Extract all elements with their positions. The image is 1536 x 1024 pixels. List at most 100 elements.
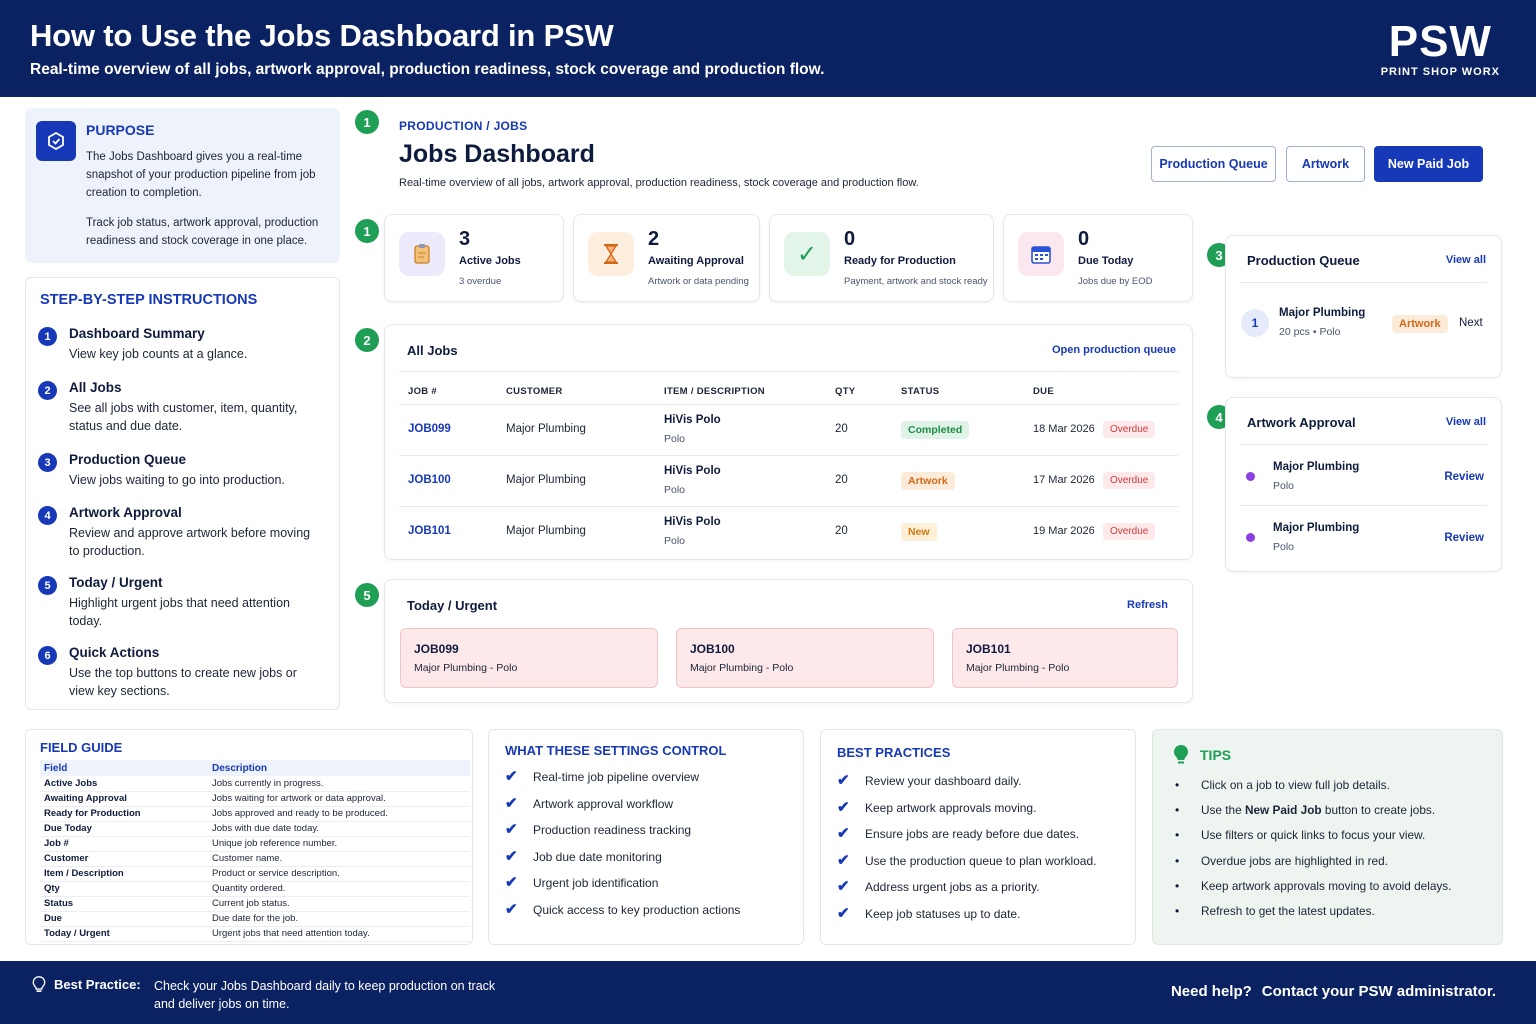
review-button[interactable]: Review: [1444, 532, 1484, 544]
urgent-job-card[interactable]: JOB101 Major Plumbing - Polo: [952, 628, 1178, 688]
stat-card-awaiting[interactable]: 2 Awaiting Approval Artwork or data pend…: [573, 214, 760, 302]
qty-cell: 20: [835, 525, 848, 537]
refresh-link[interactable]: Refresh: [1127, 599, 1168, 611]
tips-title: TIPS: [1200, 747, 1232, 763]
bullet-icon: •: [1175, 803, 1180, 818]
stat-sub: Artwork or data pending: [648, 276, 749, 287]
all-jobs-title: All Jobs: [407, 343, 458, 358]
checkmark-icon: ✔: [505, 847, 518, 865]
queue-position: 1: [1241, 309, 1269, 337]
purpose-text: The Jobs Dashboard gives you a real-time…: [86, 151, 316, 199]
queue-item-name[interactable]: Major Plumbing: [1279, 307, 1366, 319]
new-paid-job-button[interactable]: New Paid Job: [1374, 146, 1483, 182]
step-number: 1: [38, 327, 57, 346]
logo-tag: PRINT SHOP WORX: [1380, 66, 1500, 78]
tip-text: Keep artwork approvals moving to avoid d…: [1201, 878, 1452, 893]
stat-value: 0: [844, 228, 856, 250]
customer-cell: Major Plumbing: [506, 474, 586, 486]
dashboard-title: Jobs Dashboard: [399, 140, 595, 168]
tip-text: Overdue jobs are highlighted in red.: [1201, 853, 1388, 868]
stat-label: Due Today: [1078, 255, 1134, 267]
approval-item-sub: Polo: [1273, 480, 1295, 492]
due-cell: 17 Mar 2026: [1033, 474, 1095, 486]
customer-cell: Major Plumbing: [506, 525, 586, 537]
urgent-job-card[interactable]: JOB099 Major Plumbing - Polo: [400, 628, 658, 688]
field-name: Qty: [40, 881, 208, 897]
production-queue-button[interactable]: Production Queue: [1151, 146, 1276, 182]
field-name: Due Today: [40, 821, 208, 837]
column-header: Field: [40, 760, 208, 776]
column-header[interactable]: QTY: [835, 386, 856, 397]
production-queue-view-all-link[interactable]: View all: [1445, 254, 1486, 266]
column-header[interactable]: STATUS: [901, 386, 940, 397]
divider: [1240, 505, 1487, 506]
urgent-job-desc: Major Plumbing - Polo: [414, 662, 518, 674]
divider: [1240, 282, 1487, 283]
open-production-queue-link[interactable]: Open production queue: [1051, 344, 1176, 356]
best-practices-title: BEST PRACTICES: [837, 745, 951, 760]
urgent-job-card[interactable]: JOB100 Major Plumbing - Polo: [676, 628, 934, 688]
field-desc: Unique job reference number.: [208, 836, 470, 852]
desc-cell: Polo: [664, 535, 686, 547]
step-title: Today / Urgent: [69, 575, 163, 590]
calendar-icon: [1018, 232, 1064, 276]
step-title: Artwork Approval: [69, 505, 182, 520]
column-header: Description: [208, 760, 470, 776]
field-name: Customer: [40, 851, 208, 867]
step-title: Dashboard Summary: [69, 326, 205, 341]
stat-card-ready[interactable]: ✓ 0 Ready for Production Payment, artwor…: [769, 214, 994, 302]
list-item: ✔Keep job statuses up to date.: [837, 904, 1097, 934]
tips-panel: TIPS •Click on a job to view full job de…: [1152, 729, 1503, 945]
field-desc: Product or service description.: [208, 866, 470, 882]
list-item: ✔Real-time job pipeline overview: [505, 768, 740, 797]
field-name: Due: [40, 911, 208, 927]
checkmark-icon: ✔: [837, 904, 850, 922]
page-subtitle: Real-time overview of all jobs, artwork …: [30, 61, 825, 78]
column-header[interactable]: DUE: [1033, 386, 1054, 397]
best-practices-list: ✔Review your dashboard daily. ✔Keep artw…: [837, 772, 1097, 934]
urgent-job-id: JOB099: [414, 642, 459, 656]
step-desc: See all jobs with customer, item, quanti…: [69, 401, 298, 433]
best-practices-panel: BEST PRACTICES ✔Review your dashboard da…: [820, 729, 1136, 945]
stat-card-active[interactable]: 3 Active Jobs 3 overdue: [384, 214, 564, 302]
desc-cell: Polo: [664, 433, 686, 445]
job-id-link[interactable]: JOB100: [408, 474, 451, 486]
dashboard-subtitle: Real-time overview of all jobs, artwork …: [399, 177, 919, 189]
stat-value: 3: [459, 228, 471, 250]
step-marker: 5: [355, 583, 379, 607]
overdue-badge: Overdue: [1103, 472, 1156, 489]
column-header[interactable]: JOB #: [408, 386, 437, 397]
field-desc: Jobs currently in progress.: [208, 776, 470, 792]
review-button[interactable]: Review: [1444, 471, 1484, 483]
stat-card-due-today[interactable]: 0 Due Today Jobs due by EOD: [1003, 214, 1193, 302]
column-header[interactable]: CUSTOMER: [506, 386, 563, 397]
stat-sub: 3 overdue: [459, 276, 502, 287]
header-banner: How to Use the Jobs Dashboard in PSW Rea…: [0, 0, 1536, 97]
step-number: 4: [38, 506, 57, 525]
field-name: Item / Description: [40, 866, 208, 882]
stat-value: 0: [1078, 228, 1090, 250]
step-marker: 2: [355, 328, 379, 352]
list-item-text: Quick access to key production actions: [533, 902, 741, 917]
step-number: 2: [38, 381, 57, 400]
job-id-link[interactable]: JOB101: [408, 525, 451, 537]
artwork-button[interactable]: Artwork: [1286, 146, 1365, 182]
approval-item-name: Major Plumbing: [1273, 461, 1360, 473]
field-desc: Jobs approved and ready to be produced.: [208, 806, 470, 822]
list-item: •Use the New Paid Job button to create j…: [1175, 803, 1452, 828]
field-guide-title: FIELD GUIDE: [40, 740, 123, 755]
column-header[interactable]: ITEM / DESCRIPTION: [664, 386, 765, 397]
checkmark-icon: ✔: [505, 768, 518, 785]
divider: [399, 506, 1178, 507]
next-button[interactable]: Next: [1459, 317, 1483, 329]
purpose-panel: PURPOSE The Jobs Dashboard gives you a r…: [25, 108, 340, 263]
today-urgent-card: Today / Urgent Refresh JOB099 Major Plum…: [384, 579, 1193, 703]
job-id-link[interactable]: JOB099: [408, 423, 451, 435]
breadcrumb[interactable]: PRODUCTION / JOBS: [399, 119, 528, 133]
artwork-approval-view-all-link[interactable]: View all: [1445, 416, 1486, 428]
